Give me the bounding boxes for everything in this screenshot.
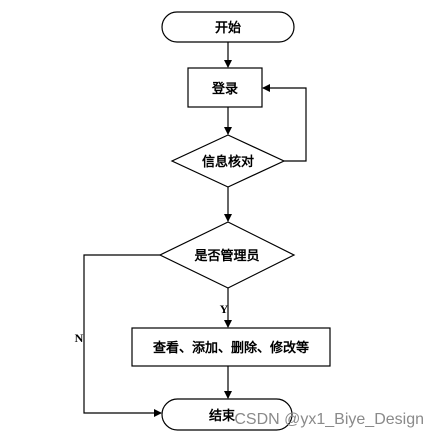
edge-verify-loop-to-login <box>262 84 307 162</box>
verify-label: 信息核对 <box>202 154 254 170</box>
login-label: 登录 <box>211 81 238 97</box>
watermark-text: CSDN @yx1_Biye_Design <box>234 411 424 428</box>
yes-edge-label: Y <box>220 302 229 316</box>
end-terminator <box>161 398 293 431</box>
end-label: 结束 <box>209 408 236 424</box>
edge-admin-no-to-end <box>83 254 162 417</box>
no-edge-label: N <box>75 331 84 345</box>
admin-decision-label: 是否管理员 <box>193 248 259 264</box>
login-box <box>187 67 263 108</box>
actions-label: 查看、添加、删除、修改等 <box>152 340 309 356</box>
actions-box <box>131 327 331 367</box>
start-label: 开始 <box>215 20 241 36</box>
